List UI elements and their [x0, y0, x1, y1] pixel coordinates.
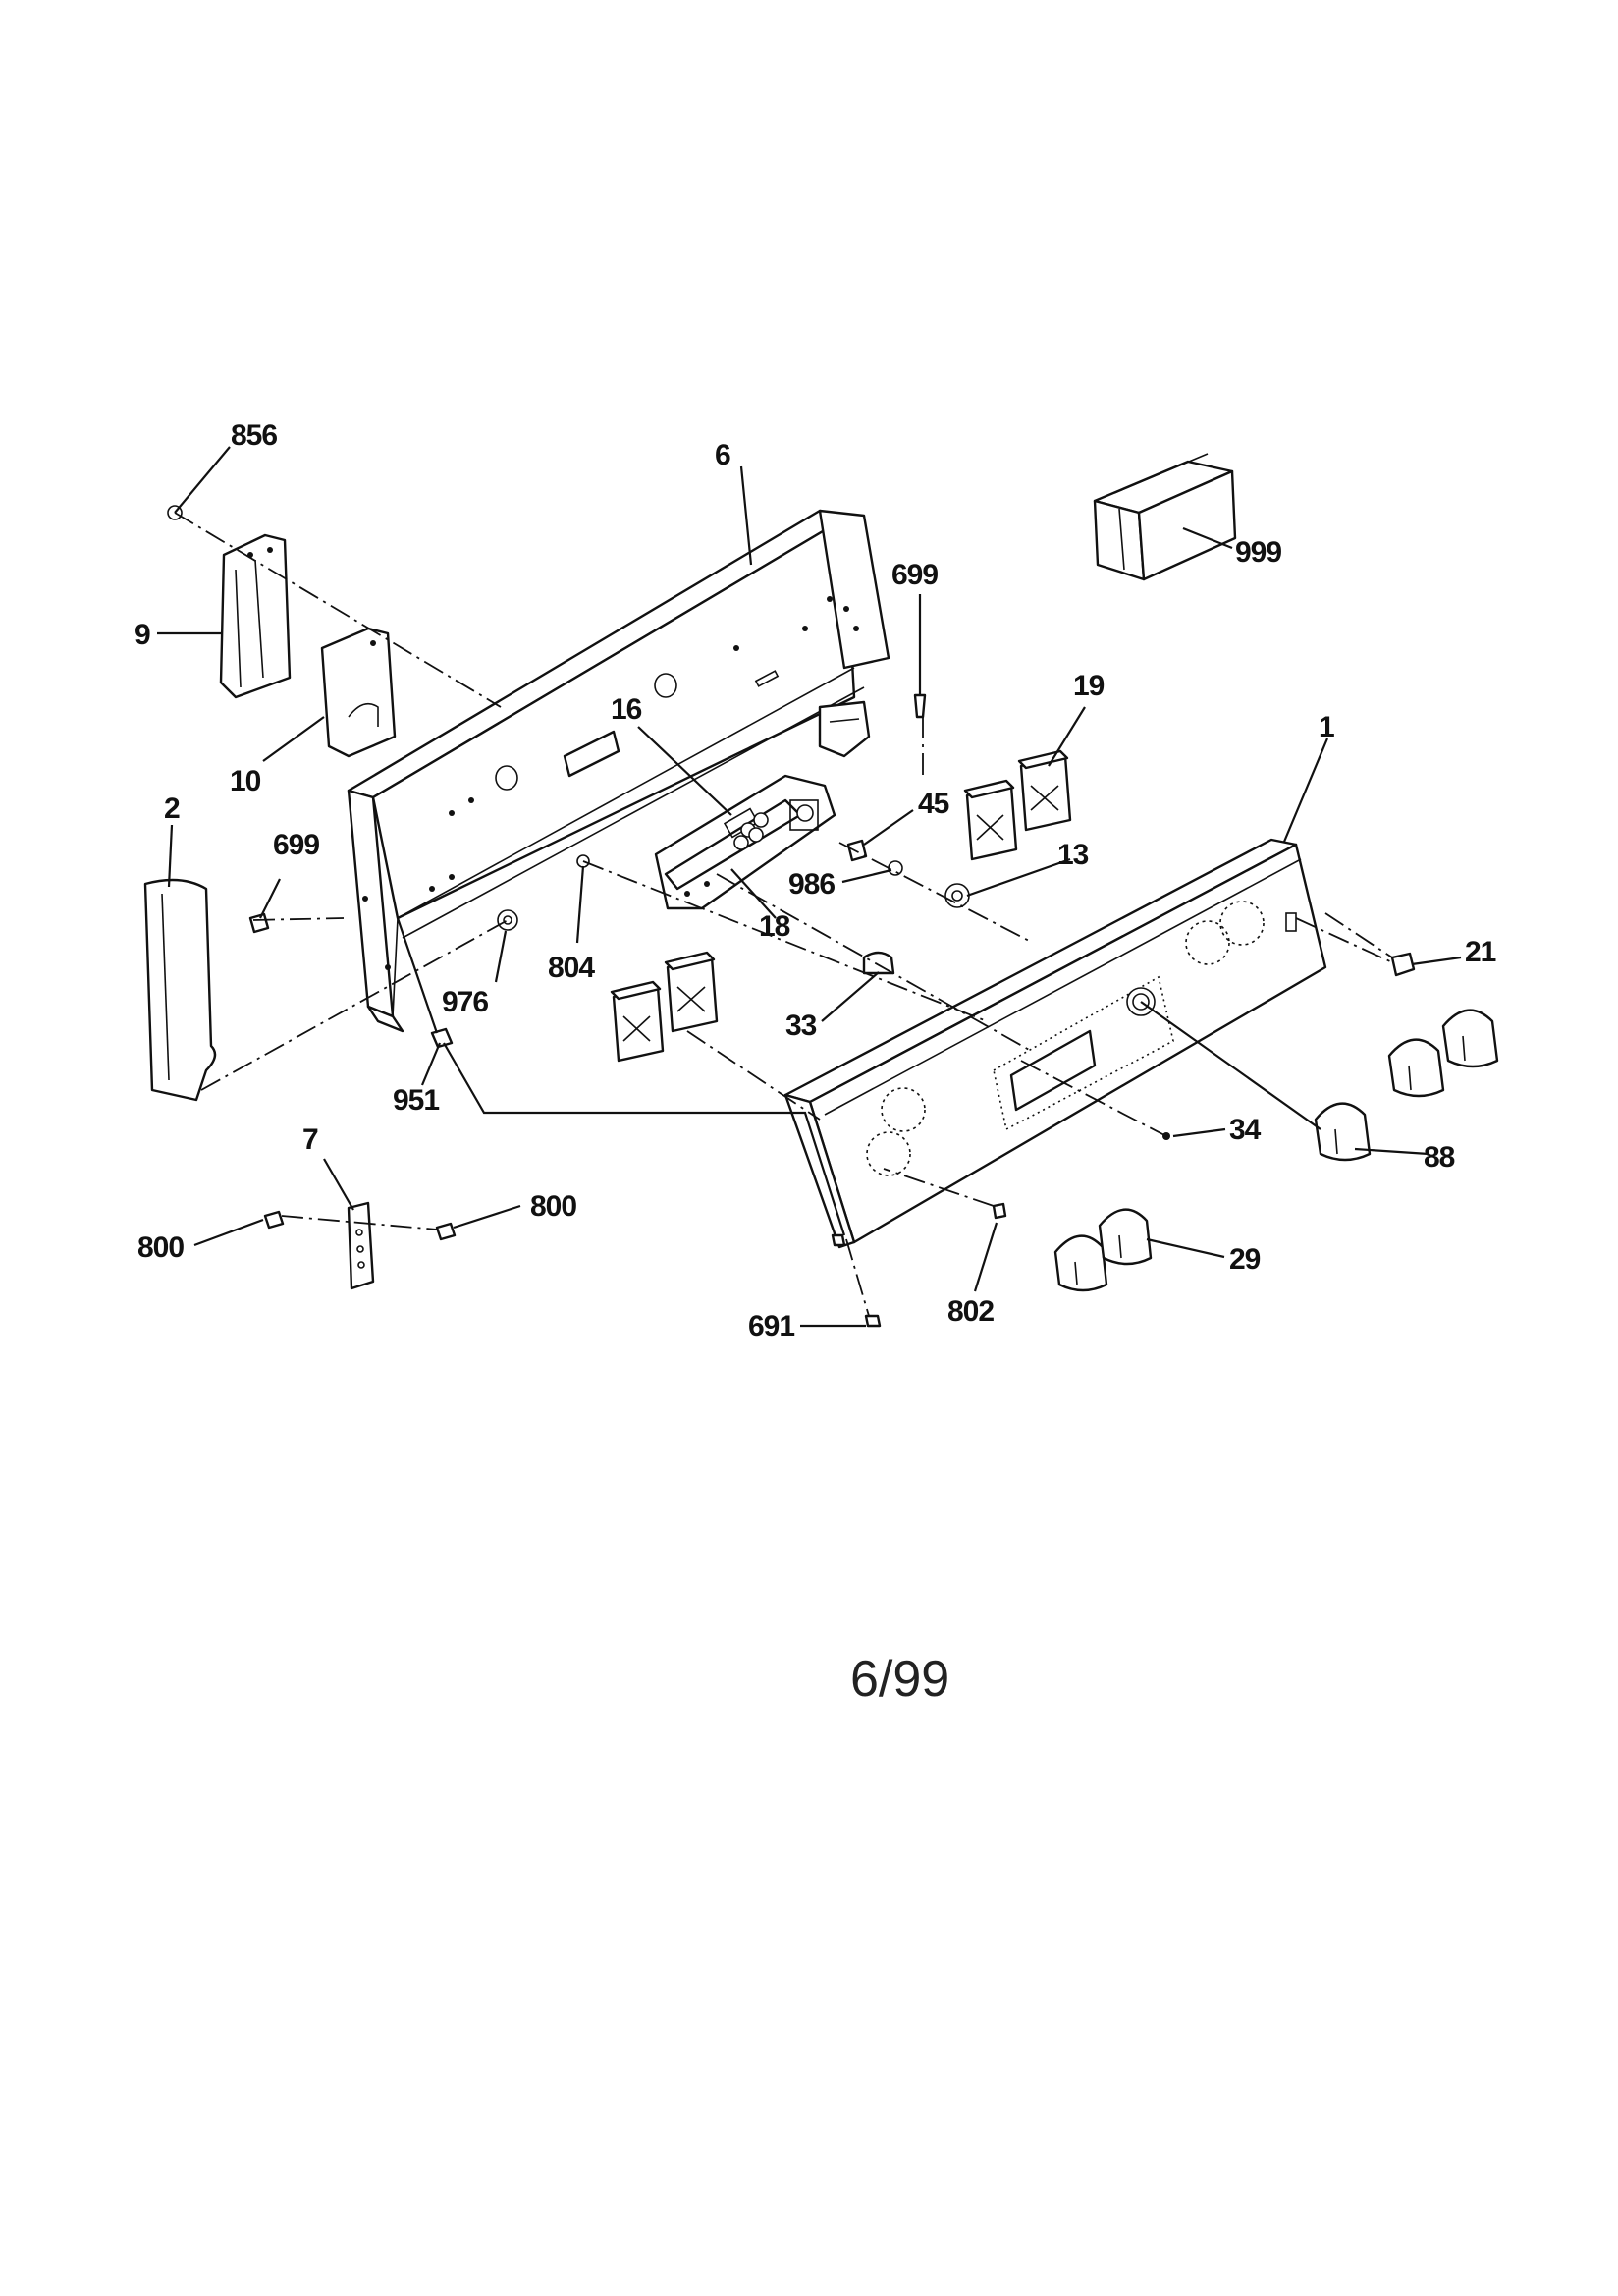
- callout-951: 951: [393, 1084, 439, 1117]
- part-19-switch-upper-right: [1017, 749, 1072, 832]
- callout-leaders: [157, 446, 1462, 1328]
- callout-29: 29: [1229, 1243, 1261, 1276]
- part-6-side-mount: [818, 700, 871, 758]
- part-7-bracket: [347, 1201, 375, 1290]
- knob-29-a: [1053, 1234, 1108, 1292]
- part-2-end-cap: [143, 878, 217, 1102]
- connection-lines: [396, 917, 1321, 1236]
- knob-88-b: [1387, 1038, 1445, 1098]
- callout-33: 33: [785, 1010, 817, 1042]
- part-9-bracket: [219, 533, 292, 699]
- callout-1: 1: [1319, 711, 1334, 743]
- callout-856: 856: [231, 419, 277, 452]
- callout-691: 691: [748, 1310, 794, 1342]
- callout-88: 88: [1424, 1141, 1455, 1174]
- part-6-backguard-bracket: [347, 509, 890, 1033]
- callout-800-left: 800: [137, 1231, 184, 1264]
- date-code: 6/99: [850, 1651, 950, 1708]
- part-16-control-board: [654, 774, 836, 910]
- callout-21: 21: [1465, 936, 1496, 968]
- small-hardware: [167, 505, 1416, 1328]
- callout-7: 7: [302, 1123, 318, 1156]
- callout-804: 804: [548, 952, 595, 984]
- callout-6: 6: [715, 439, 730, 471]
- callout-19: 19: [1073, 670, 1105, 702]
- callout-13: 13: [1057, 839, 1089, 871]
- callout-9: 9: [135, 619, 150, 651]
- part-19-switch-lower-left: [610, 980, 665, 1063]
- knob-88-c: [1441, 1009, 1499, 1068]
- callout-18: 18: [759, 910, 790, 943]
- callout-10: 10: [230, 765, 261, 797]
- part-10-bracket: [320, 627, 397, 758]
- assembly-lines: [174, 512, 1393, 1317]
- callout-34: 34: [1229, 1114, 1262, 1146]
- callout-45: 45: [918, 788, 949, 820]
- callout-2: 2: [164, 793, 180, 825]
- part-1-control-panel: [783, 838, 1327, 1249]
- part-999-box: [1093, 453, 1237, 581]
- callout-802: 802: [947, 1295, 994, 1328]
- callout-699-left: 699: [273, 829, 319, 861]
- callout-976: 976: [442, 986, 488, 1018]
- callout-16: 16: [611, 693, 642, 726]
- callout-986: 986: [788, 868, 835, 901]
- callout-800-right: 800: [530, 1190, 576, 1223]
- callout-999: 999: [1235, 536, 1281, 569]
- knob-29-b: [1098, 1208, 1153, 1266]
- part-19-switch-upper-left: [963, 779, 1018, 861]
- part-19-switch-lower-right: [664, 951, 719, 1033]
- callout-699-upper: 699: [891, 559, 938, 591]
- callout-labels: 856 6 999 699 9 19 16 10 1 2 45 699 13 9…: [135, 419, 1497, 1342]
- knob-88-a: [1314, 1102, 1372, 1162]
